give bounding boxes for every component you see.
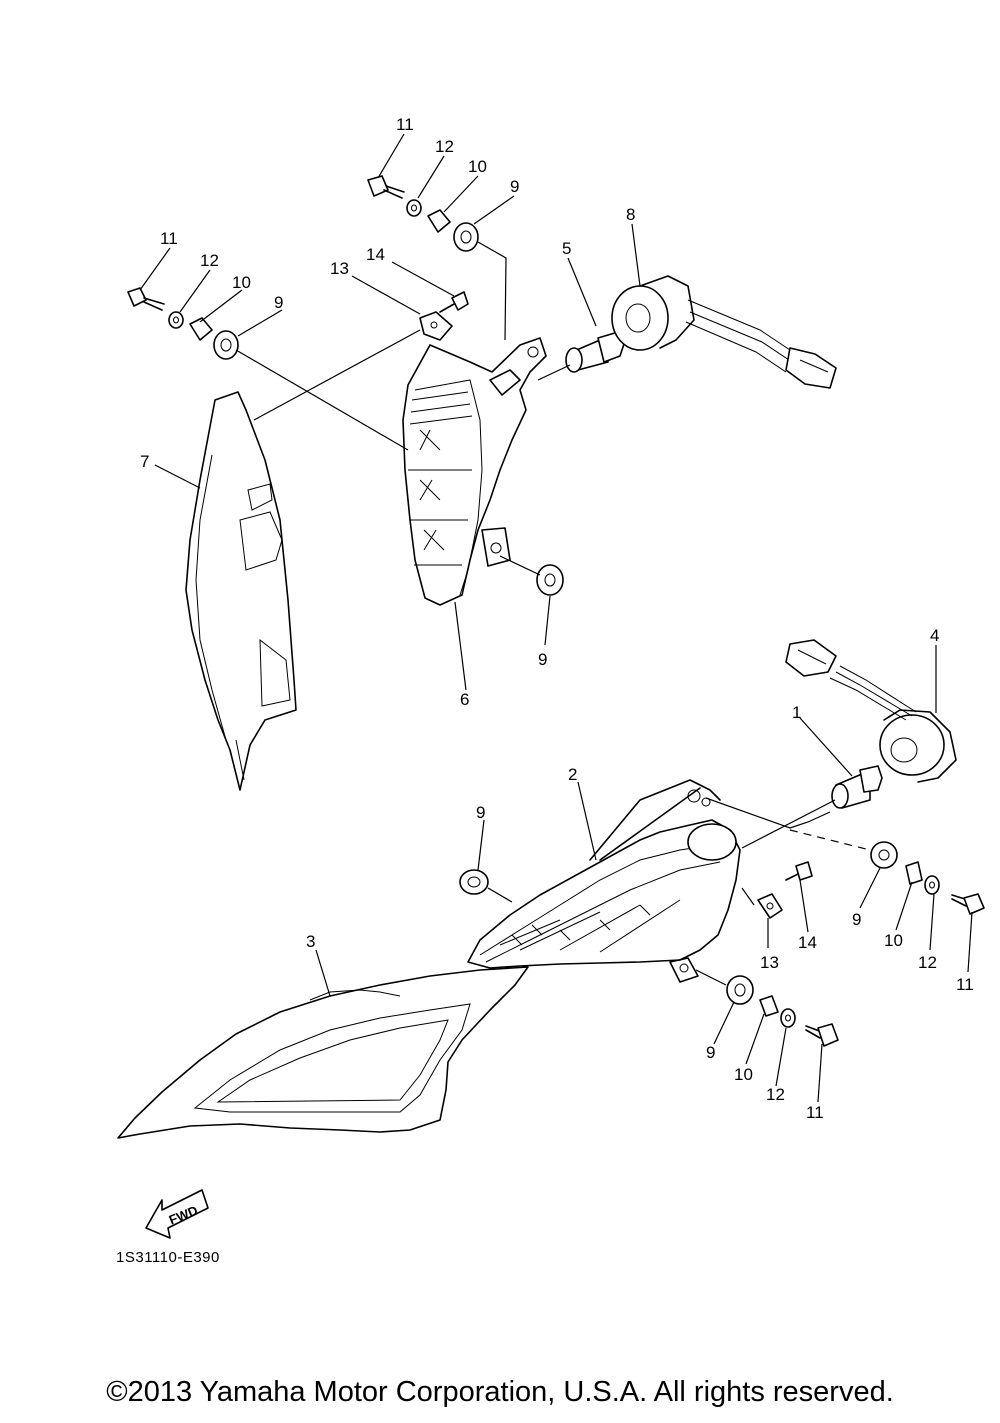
upper-clip-screw	[419, 291, 469, 341]
upper-top-hardware	[367, 175, 479, 252]
lower-clip-screw	[757, 861, 813, 919]
callout-13: 13	[330, 259, 349, 278]
callout-5: 5	[562, 239, 571, 258]
lower-right-hardware-lower	[726, 975, 839, 1047]
callout-12: 12	[435, 137, 454, 156]
callout-10: 10	[734, 1065, 753, 1084]
callout-10: 10	[232, 273, 251, 292]
part-1-bulb	[831, 765, 883, 809]
lower-left-grommet	[459, 869, 489, 895]
callout-leaders	[139, 133, 973, 1103]
callout-12: 12	[918, 953, 937, 972]
lower-assembly-lines	[487, 797, 871, 986]
lower-right-hardware-upper	[870, 841, 985, 915]
part-4-socket-harness	[785, 639, 957, 783]
part-3-side-cover	[117, 966, 529, 1139]
callout-11: 11	[396, 115, 414, 134]
callout-3: 3	[306, 932, 315, 951]
callout-14: 14	[798, 933, 817, 952]
callout-11: 11	[956, 975, 974, 994]
callout-9: 9	[538, 650, 547, 669]
callout-11: 11	[806, 1103, 824, 1122]
callout-14: 14	[366, 245, 385, 264]
callout-12: 12	[200, 251, 219, 270]
copyright-notice: ©2013 Yamaha Motor Corporation, U.S.A. A…	[106, 1376, 894, 1408]
part-2-lamp-housing	[467, 779, 741, 983]
callout-8: 8	[626, 205, 635, 224]
callout-10: 10	[884, 931, 903, 950]
upper-left-hardware	[127, 287, 239, 360]
callout-9: 9	[476, 803, 485, 822]
callout-13: 13	[760, 953, 779, 972]
fwd-arrow-icon: FWD	[145, 1189, 209, 1239]
callout-9: 9	[510, 177, 519, 196]
part-6-lamp-housing	[402, 337, 547, 606]
part-8-socket-harness	[611, 275, 837, 389]
callout-9: 9	[706, 1043, 715, 1062]
part-7-side-cover	[185, 391, 297, 791]
callout-12: 12	[766, 1085, 785, 1104]
upper-assembly-lines	[235, 241, 571, 576]
callout-numbers: 11 12 10 9 8 5 11 12 10 9 13 14 7 9 6 4 …	[140, 115, 974, 1122]
upper-lower-grommet	[536, 564, 564, 596]
callout-11: 11	[160, 229, 178, 248]
callout-4: 4	[930, 626, 939, 645]
part-5-bulb	[565, 331, 625, 373]
callout-10: 10	[468, 157, 487, 176]
drawing-code: 1S31110-E390	[116, 1249, 220, 1266]
callout-1: 1	[792, 703, 801, 722]
callout-9: 9	[274, 293, 283, 312]
callout-6: 6	[460, 690, 469, 709]
callout-9: 9	[852, 910, 861, 929]
callout-2: 2	[568, 765, 577, 784]
callout-7: 7	[140, 452, 149, 471]
